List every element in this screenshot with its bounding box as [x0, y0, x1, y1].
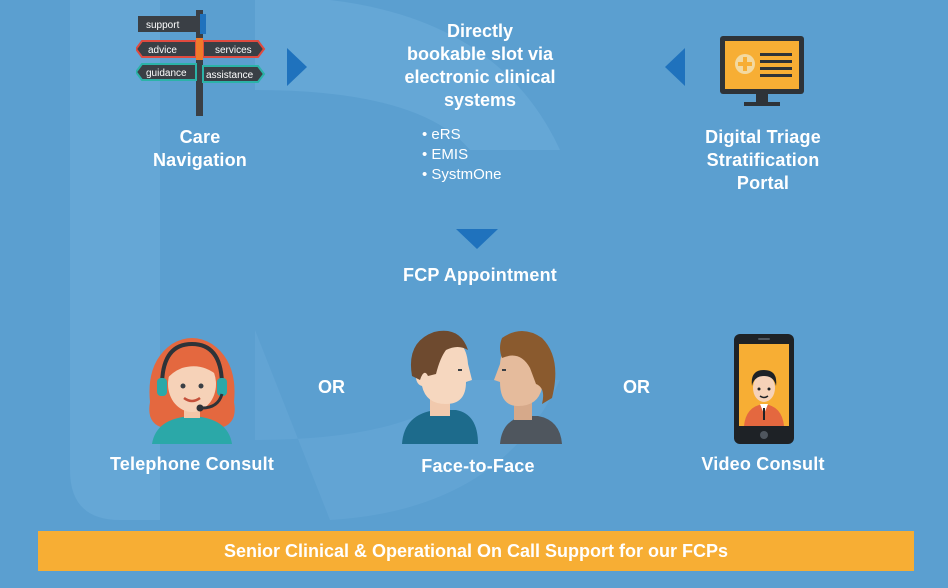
digital-triage-line3: Portal: [736, 173, 790, 193]
signpost-services: services: [215, 45, 252, 56]
telephone-consult-label: Telephone Consult: [109, 454, 275, 474]
direct-booking-line1: Directly: [446, 21, 514, 41]
or-separator-1: OR: [318, 377, 345, 397]
direct-booking-line2: bookable slot via: [406, 44, 554, 64]
digital-triage-line1: Digital Triage: [705, 127, 821, 147]
arrow-right-icon: [287, 48, 307, 86]
signpost-icon: support advice services guidance assista…: [136, 10, 266, 116]
system-emis: EMIS: [422, 145, 501, 165]
signpost-assistance: assistance: [206, 70, 254, 81]
direct-booking-line4: systems: [443, 90, 517, 110]
system-systmone: SystmOne: [422, 165, 501, 185]
signpost-support: support: [146, 20, 180, 31]
digital-triage-label: Digital Triage Stratification Portal: [683, 126, 843, 195]
arrow-down-icon: [456, 229, 498, 249]
monitor-icon: [720, 36, 804, 106]
on-call-support-banner: Senior Clinical & Operational On Call Su…: [38, 531, 914, 571]
care-navigation-line2: Navigation: [152, 150, 247, 170]
telephone-operator-icon: [149, 338, 235, 444]
clinical-systems-list: eRS EMIS SystmOne: [422, 125, 501, 185]
direct-booking-line3: electronic clinical: [404, 67, 556, 87]
care-navigation-line1: Care: [179, 127, 221, 147]
on-call-support-text: Senior Clinical & Operational On Call Su…: [223, 540, 729, 561]
fcp-appointment-label: FCP Appointment: [403, 265, 557, 285]
system-ers: eRS: [422, 125, 501, 145]
signpost-advice: advice: [148, 45, 177, 56]
direct-booking-title: Directly bookable slot via electronic cl…: [380, 20, 580, 112]
digital-triage-line2: Stratification: [706, 150, 820, 170]
or-separator-2: OR: [623, 377, 650, 397]
video-phone-icon: [734, 334, 794, 444]
face-to-face-icon: [402, 330, 562, 444]
arrow-left-icon: [665, 48, 685, 86]
video-consult-label: Video Consult: [701, 454, 825, 474]
signpost-guidance: guidance: [146, 68, 187, 79]
face-to-face-label: Face-to-Face: [421, 456, 535, 476]
care-navigation-label: Care Navigation: [120, 126, 280, 172]
